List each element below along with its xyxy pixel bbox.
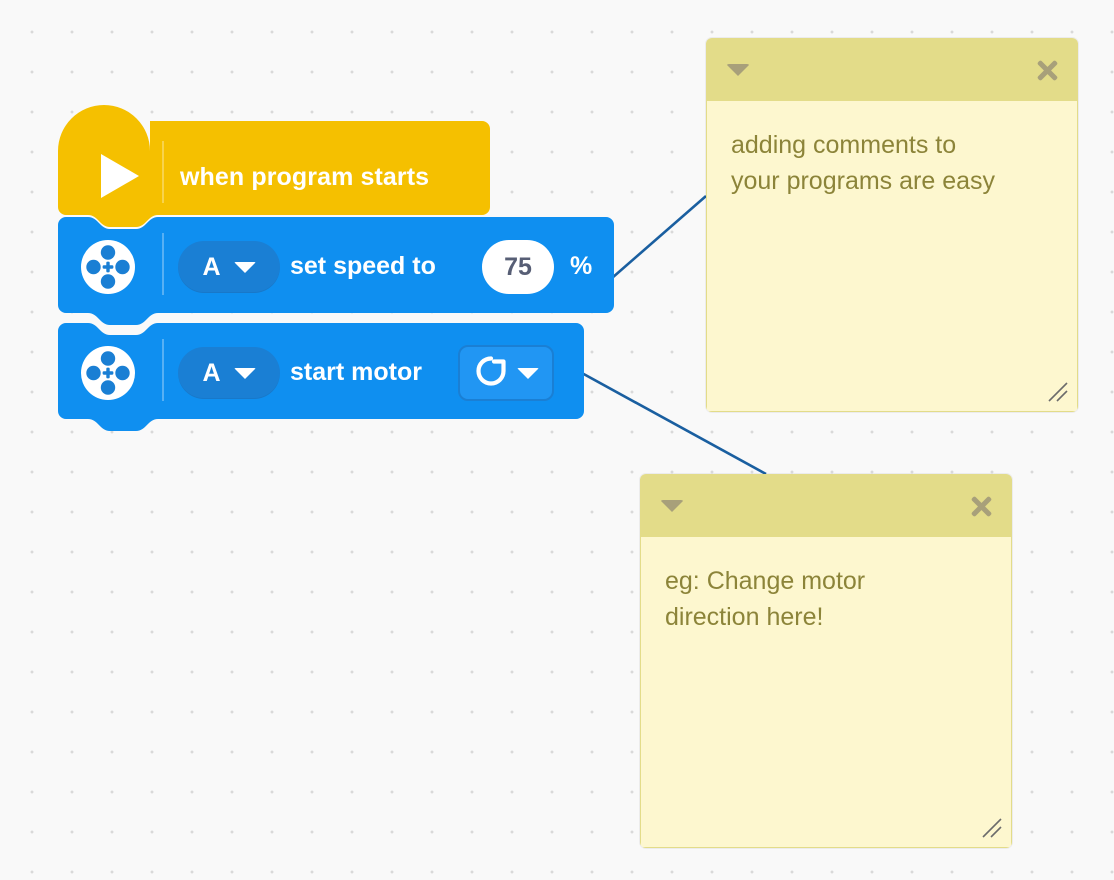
chevron-down-icon (517, 367, 539, 379)
hat-block-shape (58, 105, 490, 227)
percent-label: % (570, 252, 593, 280)
comment-text[interactable]: adding comments to your programs are eas… (731, 131, 996, 195)
set-speed-label: set speed to (290, 252, 436, 280)
comment-header[interactable] (706, 38, 1078, 101)
chevron-down-icon (233, 261, 256, 273)
close-icon[interactable] (1034, 57, 1060, 83)
comment-connector-line-1 (611, 195, 707, 279)
resize-grip-icon[interactable] (981, 817, 1003, 839)
resize-grip-icon[interactable] (1047, 381, 1069, 403)
block-when-program-starts[interactable]: when program starts (58, 105, 490, 227)
collapse-caret-icon[interactable] (660, 499, 684, 512)
block-set-speed-to[interactable]: A set speed to 75 % (58, 217, 614, 325)
play-triangle-icon (93, 150, 145, 202)
motor-icon (80, 345, 136, 401)
block-start-motor[interactable]: A start motor (58, 323, 584, 431)
start-motor-label: start motor (290, 358, 422, 386)
hat-block-divider (162, 141, 164, 203)
port-dropdown-label: A (202, 358, 221, 387)
chevron-down-icon (233, 367, 256, 379)
comment-header[interactable] (640, 474, 1012, 537)
comment-body[interactable]: eg: Change motor direction here! (640, 537, 1012, 848)
script-block-stack[interactable]: when program starts A (58, 105, 618, 445)
port-dropdown-start-motor[interactable]: A (178, 347, 280, 399)
direction-dropdown[interactable] (458, 345, 554, 401)
comment-text[interactable]: eg: Change motor direction here! (665, 567, 866, 631)
comment-box[interactable]: adding comments to your programs are eas… (706, 38, 1078, 412)
port-dropdown-set-speed[interactable]: A (178, 241, 280, 293)
comment-box[interactable]: eg: Change motor direction here! (640, 474, 1012, 848)
port-dropdown-label: A (202, 252, 221, 281)
clockwise-rotate-icon (473, 353, 509, 394)
start-motor-block-divider (162, 339, 164, 401)
close-icon[interactable] (968, 493, 994, 519)
hat-block-label: when program starts (180, 163, 430, 191)
comment-body[interactable]: adding comments to your programs are eas… (706, 101, 1078, 412)
collapse-caret-icon[interactable] (726, 63, 750, 76)
set-speed-block-divider (162, 233, 164, 295)
speed-value-input[interactable]: 75 (482, 240, 554, 294)
motor-icon (80, 239, 136, 295)
